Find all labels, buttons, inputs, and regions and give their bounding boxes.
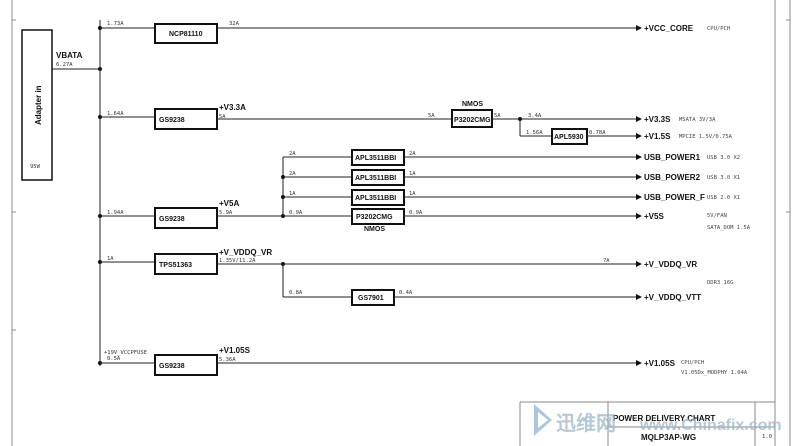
arrow [636, 133, 642, 139]
comment-modphy: V1.05Dx_MODPHY 1.04A [681, 370, 748, 376]
comment-usb1: USB 3.0 X2 [707, 155, 740, 161]
nmos-title: NMOS [462, 101, 483, 108]
usb3-out-current: 1A [409, 191, 416, 197]
arrow [636, 261, 642, 267]
vbata-label: VBATA [56, 51, 83, 60]
nmos-out-current: 5A [494, 113, 501, 119]
v5-in-current: 1.94A [107, 210, 124, 216]
adapter-title: Adapter in [34, 85, 43, 125]
rail-usb-power1: USB_POWER1 [644, 153, 701, 162]
usb2-out-current: 1A [409, 171, 416, 177]
comment-usb2: USB 3.0 X1 [707, 175, 740, 181]
comment-msata: MSATA 3V/3A [679, 117, 716, 123]
adapter-box [21, 29, 53, 181]
ncp-out-current: 32A [229, 21, 240, 27]
comment-ddr3: DDR3 16G [707, 280, 734, 286]
arrow [636, 294, 642, 300]
arrow [636, 116, 642, 122]
rail-vddq-vtt: +V_VDDQ_VTT [644, 293, 701, 302]
nmos-in-current: 5A [428, 113, 435, 119]
watermark-url: www.Chinafix.com [639, 417, 782, 434]
comment-cpu-pch: CPU/PCH [707, 26, 730, 32]
title-block-project: MQLP3AP-WG [641, 433, 696, 442]
arrow [636, 154, 642, 160]
vbata-current: 6.27A [56, 62, 73, 68]
apl3511bbi-label: APL3511BBI [355, 195, 396, 202]
arrow [636, 174, 642, 180]
arrow [636, 360, 642, 366]
rail-vddq-vr: +V_VDDQ_VR [644, 260, 697, 269]
rail-usb-power2: USB_POWER2 [644, 173, 701, 182]
arrow [636, 213, 642, 219]
ncp81110-label: NCP81110 [169, 31, 203, 38]
ncp-in-current: 1.73A [107, 21, 124, 27]
comment-usb3: USB 2.0 X1 [707, 195, 740, 201]
v5s-current: 0.9A [409, 210, 423, 216]
v33a-tag: +V3.3A [219, 103, 246, 112]
usb2-in-current: 2A [289, 171, 296, 177]
v5a-tag: +V5A [219, 199, 239, 208]
gs9238-label: GS9238 [159, 216, 185, 223]
rail-vcc-core: +VCC_CORE [644, 24, 694, 33]
p3202cmg-label: P3202CMG [356, 214, 393, 221]
fuse-label: +19V_VCCPFUSE [104, 350, 147, 356]
usb1-in-current: 2A [289, 151, 296, 157]
gs9238-label: GS9238 [159, 117, 185, 124]
rail-v5s: +V5S [644, 212, 664, 221]
title-block-title: POWER DELIVERY CHART [613, 414, 715, 423]
nmos-title: NMOS [364, 226, 385, 233]
apl3511bbi-label: APL3511BBI [355, 175, 396, 182]
tps51363-label: TPS51363 [159, 262, 192, 269]
v33-in-current: 1.64A [107, 111, 124, 117]
comment-sata: SATA_DOM 1.5A [707, 225, 751, 231]
vtt-out-current: 0.4A [399, 290, 413, 296]
rail-v33s: +V3.3S [644, 115, 671, 124]
apl5930-label: APL5930 [554, 134, 584, 141]
ncp81110-box [154, 23, 218, 44]
v105-tag: +V1.05S [219, 346, 251, 355]
vtt-in-current: 0.8A [289, 290, 303, 296]
watermark-cn: 迅维网 [556, 411, 616, 435]
vddq-tag: +V_VDDQ_VR [219, 248, 272, 257]
chinafix-logo-icon [534, 404, 552, 436]
rail-v15s: +V1.5S [644, 132, 671, 141]
v33-out-current: 5A [219, 114, 226, 120]
gs9238-label: GS9238 [159, 363, 185, 370]
usb1-out-current: 2A [409, 151, 416, 157]
v33s-current: 3.4A [528, 113, 542, 119]
rail-usb-power-f: USB_POWER_F [644, 193, 705, 202]
v5-out-current: 5.9A [219, 210, 233, 216]
arrow [636, 25, 642, 31]
gs9238-box-v105 [154, 354, 218, 376]
arrow [636, 194, 642, 200]
v5-nmos-in-current: 0.9A [289, 210, 303, 216]
usb3-in-current: 1A [289, 191, 296, 197]
gs7901-label: GS7901 [358, 295, 384, 302]
adapter-rating: 95W [30, 164, 41, 170]
apl5930-in-current: 1.56A [526, 130, 543, 136]
apl5930-out-current: 0.78A [589, 130, 606, 136]
comment-v105-cpu: CPU/PCH [681, 360, 704, 366]
p3202cmg-label: P3202CMG [454, 117, 491, 124]
v105-in-current: 0.5A [107, 356, 121, 362]
vddq-vr-current: 7A [603, 258, 610, 264]
comment-fan: 5V/FAN [707, 213, 727, 219]
comment-mpcie: MPCIE 1.5V/0.75A [679, 134, 733, 140]
gs9238-box-v5 [154, 207, 218, 229]
v105-out-current: 5.36A [219, 357, 236, 363]
apl3511bbi-label: APL3511BBI [355, 155, 396, 162]
title-block-rev: 1.0 [762, 434, 772, 440]
vddq-in-current: 1A [107, 256, 114, 262]
vddq-out: 1.35V/11.2A [219, 258, 256, 264]
rail-v105s: +V1.05S [644, 359, 676, 368]
